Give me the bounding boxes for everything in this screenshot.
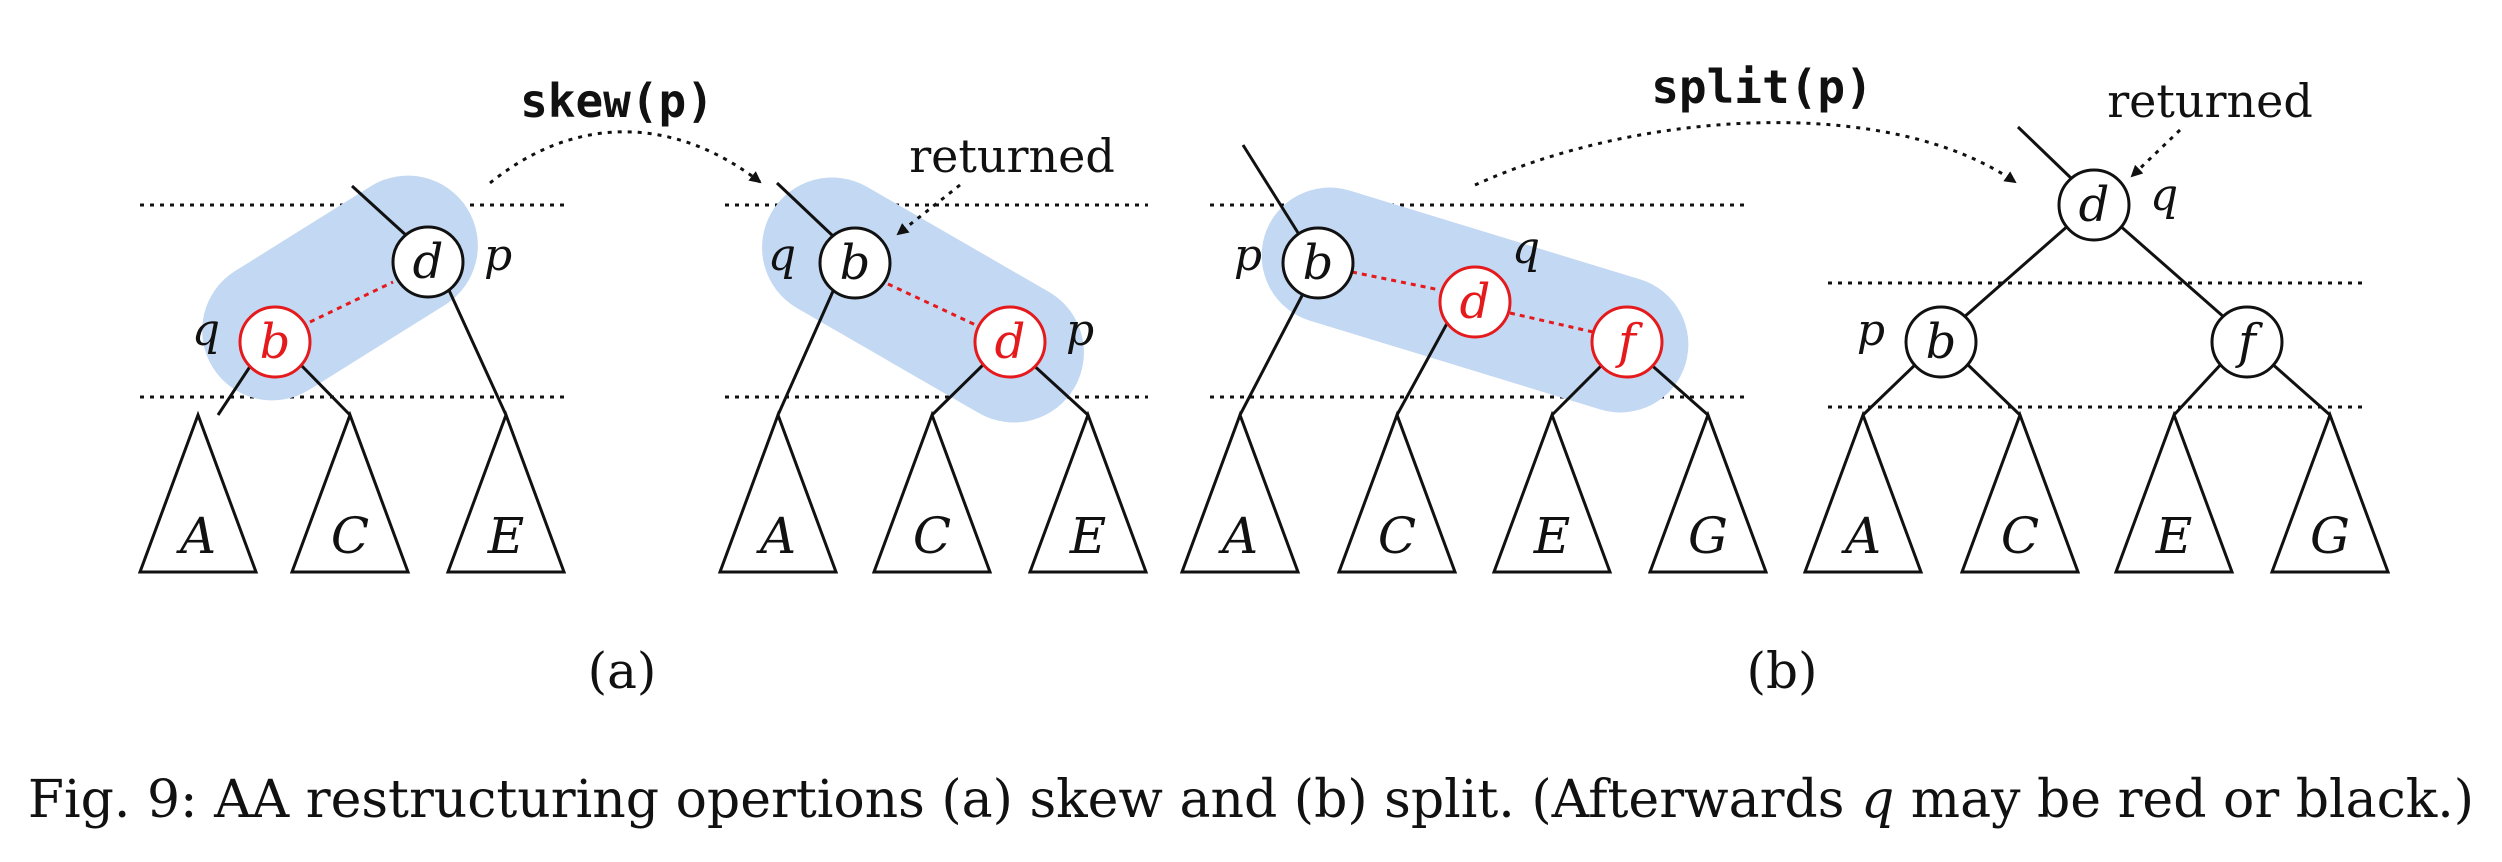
node-d-label: d bbox=[2079, 177, 2110, 233]
caption-prefix: Fig. 9: AA restructuring opertions (a) s… bbox=[27, 770, 1861, 830]
panel-a-label: (a) bbox=[588, 642, 657, 700]
subtree-a bbox=[717, 410, 839, 574]
subtree-e bbox=[2113, 410, 2235, 574]
caption-var: q bbox=[1860, 770, 1895, 830]
subtree-c-label: C bbox=[2001, 507, 2039, 565]
panel-b-after: d q b p f returned A C E G bbox=[1802, 74, 2391, 574]
edge bbox=[2172, 360, 2225, 417]
edge bbox=[350, 184, 410, 239]
node-b bbox=[238, 305, 312, 379]
split-arrow bbox=[1474, 121, 2017, 187]
split-operation-label: split(p) bbox=[1651, 60, 1873, 114]
node-d bbox=[1438, 265, 1512, 339]
pointer-p: p bbox=[484, 230, 512, 281]
panel-a-before: d p b q A C E bbox=[137, 175, 570, 574]
subtree-g bbox=[2269, 410, 2391, 574]
pointer-p: p bbox=[1066, 305, 1094, 356]
subtree-e-label: E bbox=[1533, 507, 1571, 565]
edge bbox=[1238, 289, 1307, 416]
edge bbox=[1962, 222, 2071, 320]
node-d bbox=[973, 305, 1047, 379]
pointer-q: q bbox=[192, 305, 220, 356]
subtree-e bbox=[1027, 410, 1149, 574]
highlight-blob bbox=[202, 175, 478, 401]
subtree-c bbox=[289, 410, 411, 574]
subtree-c-label: C bbox=[913, 507, 951, 565]
subtree-g bbox=[1647, 410, 1769, 574]
node-b-label: b bbox=[260, 314, 291, 370]
pointer-q: q bbox=[2150, 170, 2178, 221]
edge bbox=[1550, 360, 1607, 417]
returned-arrow bbox=[896, 183, 961, 236]
subtree-a bbox=[137, 410, 259, 574]
red-link bbox=[1351, 270, 1441, 292]
subtree-a-label: A bbox=[176, 507, 216, 565]
edge bbox=[216, 361, 255, 416]
subtree-a-label: A bbox=[756, 507, 796, 565]
red-link bbox=[1509, 311, 1594, 334]
node-b-label: b bbox=[1926, 314, 1957, 370]
panel-b-label: (b) bbox=[1746, 642, 1817, 700]
returned-label: returned bbox=[909, 129, 1115, 183]
subtree-a-label: A bbox=[1841, 507, 1881, 565]
edge bbox=[1241, 144, 1302, 237]
pointer-p: p bbox=[1234, 230, 1262, 281]
subtree-c-label: C bbox=[1378, 507, 1416, 565]
subtree-c bbox=[1959, 410, 2081, 574]
node-b bbox=[1904, 305, 1978, 379]
pointer-p: p bbox=[1857, 305, 1885, 356]
edge bbox=[1963, 360, 2022, 417]
node-f bbox=[2210, 305, 2284, 379]
node-b-label: b bbox=[1303, 235, 1334, 291]
caption-suffix: may be red or black.) bbox=[1894, 770, 2475, 830]
pointer-q: q bbox=[1512, 223, 1540, 274]
subtree-g-label: G bbox=[1688, 507, 1728, 565]
subtree-e-label: E bbox=[2155, 507, 2193, 565]
node-b bbox=[818, 226, 892, 300]
edge bbox=[776, 288, 836, 416]
edge bbox=[2016, 125, 2075, 182]
edge bbox=[1647, 360, 1709, 417]
node-d-label: d bbox=[413, 234, 444, 290]
subtree-e-label: E bbox=[487, 507, 525, 565]
red-link bbox=[887, 282, 981, 329]
edge bbox=[2117, 222, 2226, 320]
edge bbox=[930, 360, 988, 417]
edge bbox=[446, 287, 508, 416]
node-d-label: d bbox=[1460, 274, 1491, 330]
subtree-c-label: C bbox=[331, 507, 369, 565]
node-d bbox=[391, 225, 465, 299]
subtree-a-label: A bbox=[1218, 507, 1258, 565]
edge bbox=[2269, 360, 2331, 417]
node-b-label: b bbox=[840, 235, 871, 291]
node-d bbox=[2057, 168, 2131, 242]
edge bbox=[1861, 360, 1920, 417]
node-d-label: d bbox=[995, 314, 1026, 370]
subtree-e-label: E bbox=[1069, 507, 1107, 565]
subtree-a bbox=[1802, 410, 1924, 574]
skew-operation-label: skew(p) bbox=[520, 74, 714, 128]
panel-b-before: b p d q f A C E G bbox=[1179, 144, 1769, 574]
subtree-e bbox=[445, 410, 567, 574]
subtree-e bbox=[1491, 410, 1613, 574]
edge bbox=[1395, 317, 1452, 416]
pointer-q: q bbox=[768, 230, 796, 281]
panel-a-after: b q d p returned A C E bbox=[717, 129, 1149, 574]
edge bbox=[296, 360, 352, 417]
subtree-c bbox=[1336, 410, 1458, 574]
edge bbox=[1028, 360, 1090, 417]
subtree-g-label: G bbox=[2310, 507, 2350, 565]
subtree-c bbox=[871, 410, 993, 574]
returned-arrow bbox=[2130, 128, 2182, 178]
returned-label: returned bbox=[2107, 74, 2313, 128]
node-b bbox=[1281, 226, 1355, 300]
subtree-a bbox=[1179, 410, 1301, 574]
skew-arrow bbox=[489, 130, 762, 185]
node-f bbox=[1590, 305, 1664, 379]
edge bbox=[775, 181, 836, 239]
figure-caption: Fig. 9: AA restructuring opertions (a) s… bbox=[0, 770, 2502, 830]
